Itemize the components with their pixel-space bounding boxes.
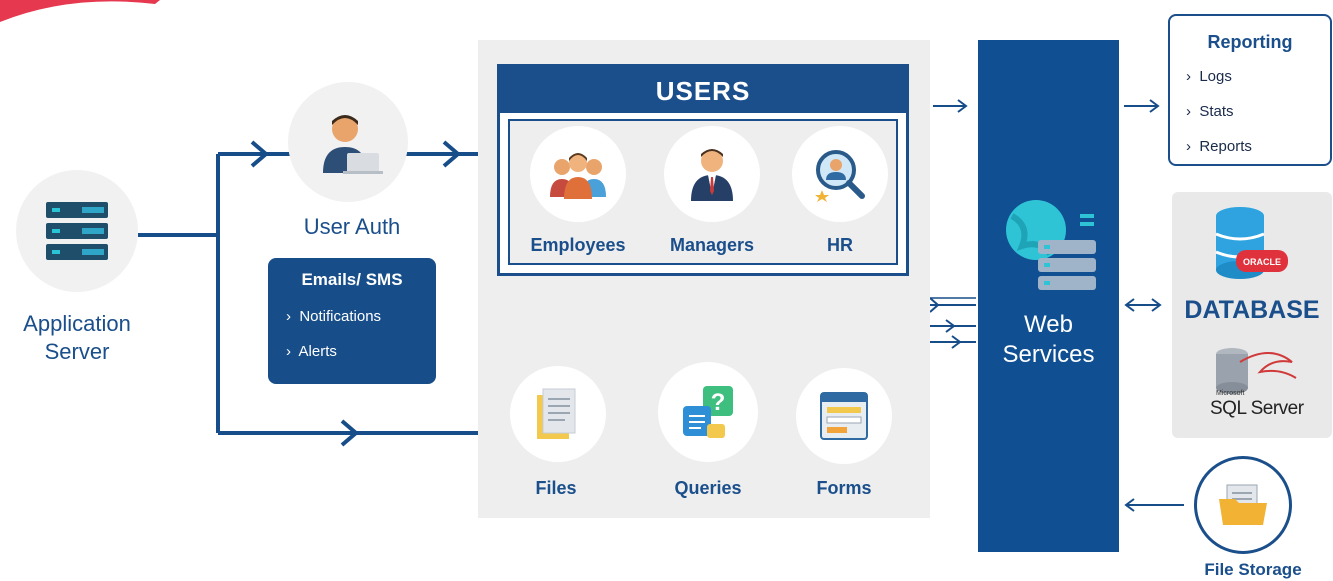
emails-sms-box: Emails/ SMS › Notifications › Alerts xyxy=(268,258,436,384)
reporting-item: › Reports xyxy=(1186,138,1252,155)
app-server-circle xyxy=(16,170,138,292)
app-server-line1: Application xyxy=(23,311,131,336)
sql-server-icon xyxy=(1216,348,1297,394)
reporting-item-label: Logs xyxy=(1199,68,1232,85)
database-title: DATABASE xyxy=(1184,296,1320,324)
svg-text:?: ? xyxy=(711,389,726,416)
user-auth-label: User Auth xyxy=(303,214,401,239)
web-services-line1: Web xyxy=(1024,311,1073,338)
user-laptop-icon xyxy=(323,115,383,174)
file-storage-label: File Storage xyxy=(1204,560,1302,579)
corner-swoosh xyxy=(0,0,160,22)
file-storage-circle xyxy=(1194,456,1292,554)
queries-icon: ? xyxy=(683,386,733,438)
user-auth-circle xyxy=(288,82,408,202)
content-item-label: Forms xyxy=(816,478,872,498)
reporting-item: › Stats xyxy=(1186,103,1234,120)
hr-circle xyxy=(792,126,888,222)
folder-icon xyxy=(1219,484,1267,525)
web-services-label: Web Services xyxy=(978,310,1119,370)
emails-item-label: Alerts xyxy=(298,343,337,360)
files-circle xyxy=(510,366,606,462)
content-item-label: Files xyxy=(535,478,577,498)
manager-icon xyxy=(691,149,733,201)
web-services-line2: Services xyxy=(1002,341,1095,368)
app-server-label: Application Server xyxy=(0,310,154,366)
emails-item-label: Notifications xyxy=(299,308,382,325)
app-server-line2: Server xyxy=(44,339,110,364)
globe-server-icon xyxy=(1006,200,1096,290)
managers-circle xyxy=(664,126,760,222)
sql-server-label: SQL Server xyxy=(1210,398,1304,419)
reporting-box: Reporting › Logs › Stats › Reports xyxy=(1168,14,1332,166)
web-services-block xyxy=(978,40,1119,552)
emails-title: Emails/ SMS xyxy=(301,270,403,289)
emails-item: › Notifications xyxy=(286,308,382,325)
database-icon: ORACLE xyxy=(1215,207,1288,279)
reporting-item: › Logs xyxy=(1186,68,1232,85)
users-item-label: Employees xyxy=(530,235,626,255)
server-icon xyxy=(46,202,108,260)
employees-icon xyxy=(550,153,606,199)
users-title: USERS xyxy=(500,67,906,113)
forms-icon xyxy=(820,392,868,440)
emails-item: › Alerts xyxy=(286,343,337,360)
reporting-item-label: Stats xyxy=(1199,103,1234,120)
employees-circle xyxy=(530,126,626,222)
queries-circle: ? xyxy=(658,362,758,462)
files-icon xyxy=(537,388,576,439)
hr-search-icon xyxy=(815,150,865,202)
users-item-label: Managers xyxy=(669,235,755,255)
sql-server-small: Microsoft xyxy=(1216,390,1245,397)
users-item-label: HR xyxy=(827,235,853,255)
forms-circle xyxy=(796,368,892,464)
reporting-title: Reporting xyxy=(1207,32,1293,52)
reporting-item-label: Reports xyxy=(1199,138,1252,155)
content-item-label: Queries xyxy=(674,478,742,498)
oracle-logo: ORACLE xyxy=(1243,257,1281,267)
